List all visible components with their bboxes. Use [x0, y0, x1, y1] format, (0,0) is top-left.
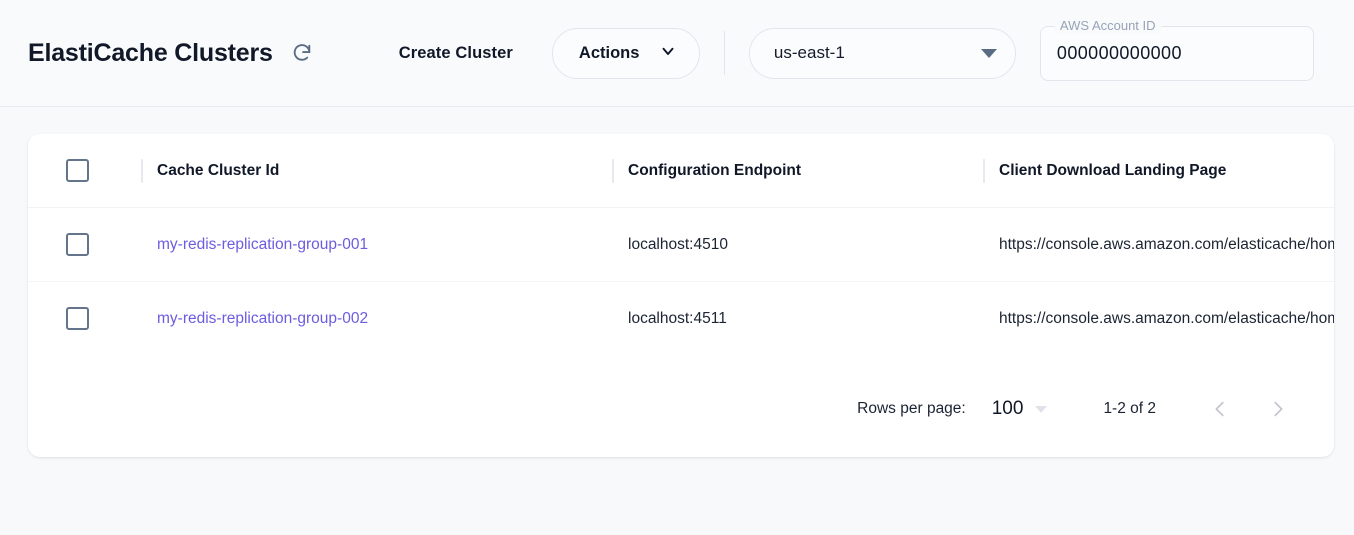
caret-down-icon — [980, 48, 997, 58]
region-select-value: us-east-1 — [773, 43, 845, 62]
rows-per-page-select[interactable]: 100 — [992, 398, 1048, 420]
aws-account-id-value: 000000000000 — [1056, 42, 1182, 63]
column-header-label: Client Download Landing Page — [999, 161, 1227, 179]
landing-page-value: https://console.aws.amazon.com/elasticac… — [999, 309, 1334, 327]
cell-client-download-landing-page: https://console.aws.amazon.com/elasticac… — [977, 310, 1334, 328]
cell-client-download-landing-page: https://console.aws.amazon.com/elasticac… — [977, 236, 1334, 254]
column-header-configuration-endpoint[interactable]: Configuration Endpoint — [606, 162, 977, 180]
table-header-row: Cache Cluster Id Configuration Endpoint … — [28, 134, 1334, 208]
table-row[interactable]: my-redis-replication-group-001 localhost… — [28, 208, 1334, 281]
chevron-left-icon — [1209, 398, 1231, 420]
landing-page-value: https://console.aws.amazon.com/elasticac… — [999, 235, 1334, 253]
column-header-client-download-landing-page[interactable]: Client Download Landing Page — [977, 162, 1334, 180]
refresh-icon — [291, 42, 313, 64]
region-select[interactable]: us-east-1 — [748, 27, 1016, 79]
column-divider — [983, 158, 985, 183]
next-page-button[interactable] — [1256, 387, 1300, 431]
actions-button[interactable]: Actions — [551, 27, 700, 79]
cluster-id-link[interactable]: my-redis-replication-group-002 — [157, 309, 369, 327]
rows-per-page-label: Rows per page: — [857, 400, 966, 417]
configuration-endpoint-value: localhost:4510 — [628, 235, 728, 253]
chevron-down-icon — [659, 42, 677, 65]
page-title: ElastiCache Clusters — [28, 38, 273, 67]
column-divider — [141, 158, 143, 183]
clusters-table-card: Cache Cluster Id Configuration Endpoint … — [28, 134, 1334, 457]
column-header-label: Configuration Endpoint — [628, 161, 802, 179]
chevron-right-icon — [1267, 398, 1289, 420]
create-cluster-button[interactable]: Create Cluster — [393, 34, 519, 73]
row-checkbox[interactable] — [66, 233, 89, 256]
caret-down-icon — [1035, 405, 1048, 413]
select-all-cell — [28, 159, 135, 182]
aws-account-id-label: AWS Account ID — [1054, 17, 1161, 33]
table-row[interactable]: my-redis-replication-group-002 localhost… — [28, 281, 1334, 355]
cell-configuration-endpoint: localhost:4511 — [606, 310, 977, 328]
app-header: ElastiCache Clusters Create Cluster Acti… — [0, 0, 1354, 107]
cell-cache-cluster-id: my-redis-replication-group-001 — [135, 236, 606, 254]
aws-account-id-field[interactable]: AWS Account ID 000000000000 — [1039, 17, 1314, 81]
refresh-button[interactable] — [287, 38, 317, 68]
pagination-range-label: 1-2 of 2 — [1103, 400, 1156, 417]
cell-configuration-endpoint: localhost:4510 — [606, 236, 977, 254]
column-header-cache-cluster-id[interactable]: Cache Cluster Id — [135, 162, 606, 180]
actions-button-label: Actions — [578, 43, 640, 62]
row-select-cell — [28, 307, 135, 330]
cluster-id-link[interactable]: my-redis-replication-group-001 — [157, 235, 369, 253]
select-all-checkbox[interactable] — [66, 159, 89, 182]
previous-page-button[interactable] — [1198, 387, 1242, 431]
configuration-endpoint-value: localhost:4511 — [628, 309, 727, 327]
pagination: Rows per page: 100 1-2 of 2 — [857, 361, 1320, 457]
row-select-cell — [28, 233, 135, 256]
header-divider — [723, 31, 725, 75]
rows-per-page-value: 100 — [991, 398, 1024, 419]
column-header-label: Cache Cluster Id — [157, 161, 280, 179]
row-checkbox[interactable] — [66, 307, 89, 330]
column-divider — [612, 158, 614, 183]
cell-cache-cluster-id: my-redis-replication-group-002 — [135, 310, 606, 328]
